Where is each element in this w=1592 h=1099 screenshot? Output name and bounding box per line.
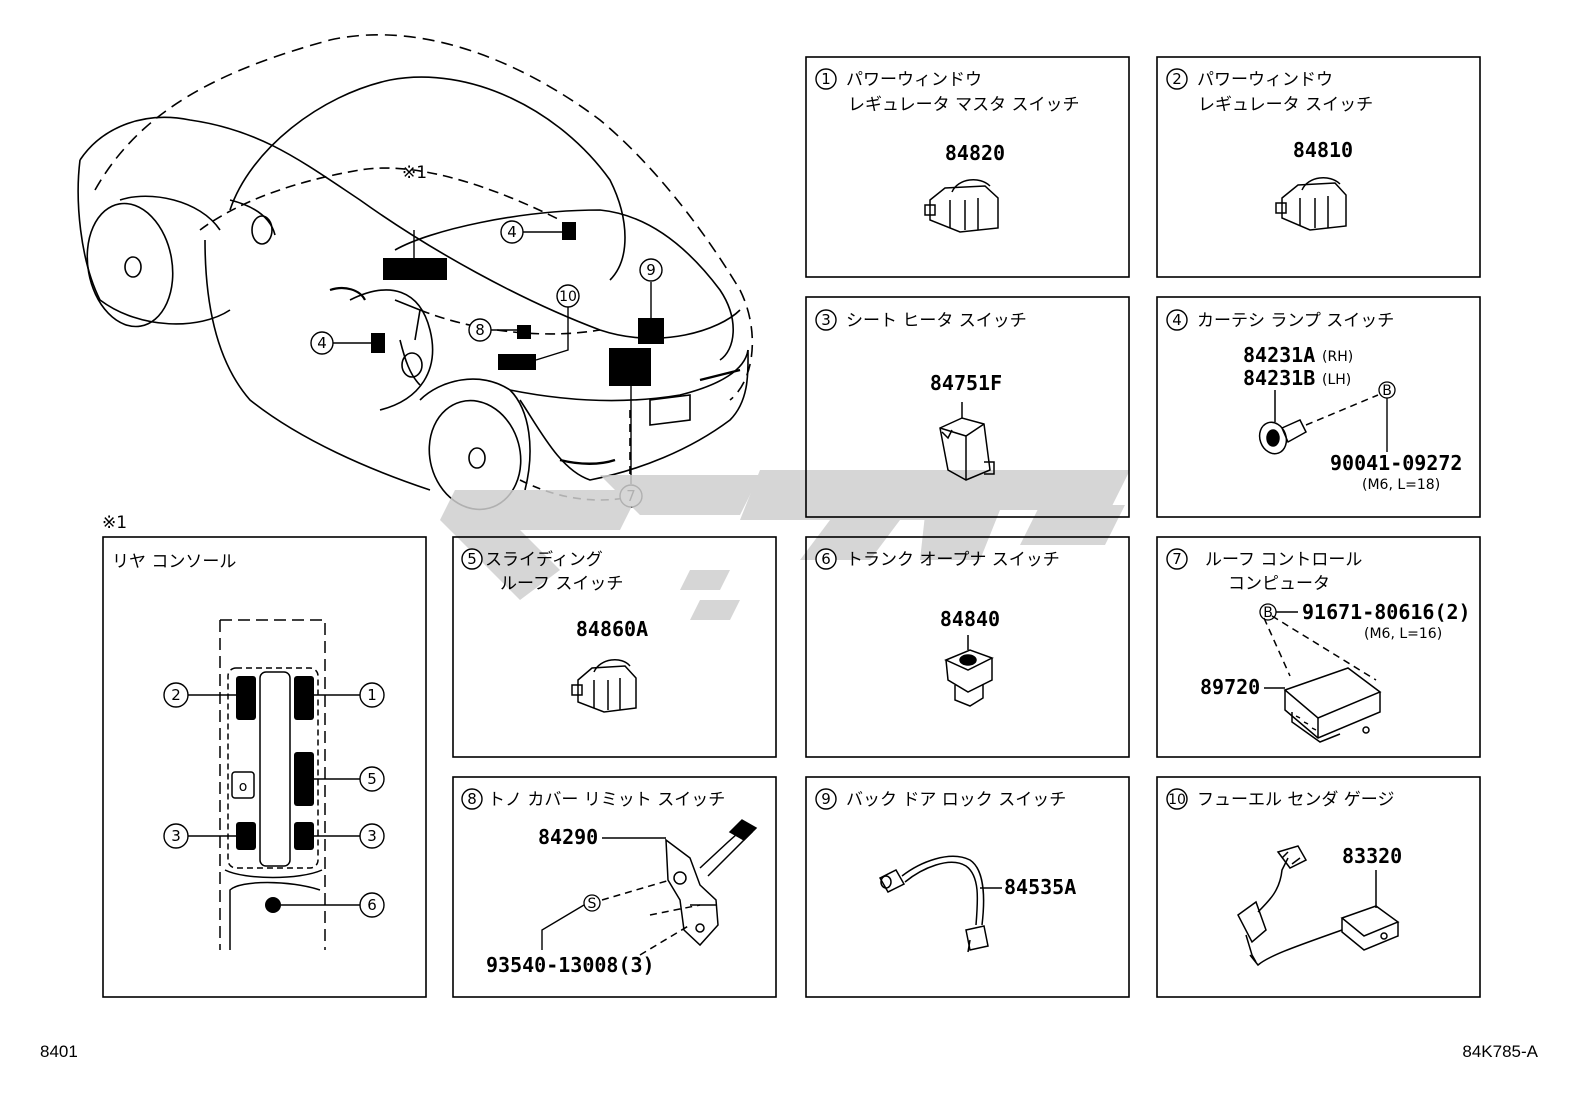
console-callouts: [163, 682, 385, 918]
back-door-lock-switch-icon: [878, 855, 1002, 953]
console-title: リヤ コンソール: [112, 552, 236, 572]
fuel-sender-gauge-icon: [1237, 845, 1400, 967]
panel-4-part-b-side: (LH): [1322, 372, 1351, 388]
panel-6-part-number: 84840: [940, 607, 1000, 631]
panel-10-title: フューエル センダ ゲージ: [1197, 790, 1394, 810]
console-callout-5: 5: [367, 770, 377, 788]
car-callout-4a: 4: [507, 223, 517, 241]
panel-1-part-number: 84820: [945, 141, 1005, 165]
console-switches: [236, 676, 314, 913]
car-callout-10: 10: [559, 289, 577, 305]
sliding-roof-switch-icon: [571, 659, 637, 713]
panel-3-number: 3: [821, 311, 831, 329]
watermark: [440, 470, 1130, 620]
car-leader-lines: [333, 230, 652, 484]
seat-heater-switch-icon: [939, 402, 995, 481]
panel-4-bolt-mark: B: [1382, 383, 1392, 399]
console-drawing: [219, 619, 326, 950]
roof-control-computer-icon: [1263, 615, 1382, 743]
panel-5-number: 5: [467, 550, 477, 568]
panel-8-screw-leader: [541, 904, 585, 950]
panel-7-number: 7: [1172, 550, 1182, 568]
panel-frames: [452, 56, 1481, 998]
panel-8-number: 8: [467, 790, 477, 808]
console-callout-2: 2: [171, 686, 181, 704]
panel-1-number: 1: [821, 70, 831, 88]
trunk-opener-switch-icon: [944, 635, 994, 707]
panel-4-number: 4: [1172, 311, 1182, 329]
panel-5-part-number: 84860A: [576, 617, 648, 641]
footer-left-code: 8401: [40, 1042, 78, 1061]
footer-right-code: 84K785-A: [1462, 1042, 1538, 1061]
panel-7-bolt-number: 91671-80616(2): [1302, 600, 1471, 624]
console-knob: o: [239, 779, 248, 795]
panel-number-circles: [461, 68, 1188, 810]
panel-5-title-line2: ルーフ スイッチ: [500, 574, 623, 594]
panel-10-number: 10: [1168, 792, 1186, 808]
panel-8-screw-number: 93540-13008(3): [486, 953, 655, 977]
panel-4-part-a: 84231A: [1243, 343, 1315, 367]
console-callout-6: 6: [367, 896, 377, 914]
panel-9-part-number: 84535A: [1004, 875, 1076, 899]
panel-1-title-line2: レギュレータ マスタ スイッチ: [848, 95, 1079, 115]
console-callout-1: 1: [367, 686, 377, 704]
panel-10-part-number: 83320: [1342, 844, 1402, 868]
panel-2-title-line1: パワーウィンドウ: [1197, 70, 1333, 90]
panel-2-part-number: 84810: [1293, 138, 1353, 162]
panel-7-bolt-mark: B: [1263, 605, 1273, 621]
power-window-master-switch-icon: [924, 179, 999, 233]
car-component-markers: [371, 222, 664, 386]
console-panel: [102, 536, 427, 998]
car-callout-9: 9: [646, 261, 656, 279]
courtesy-lamp-switch-icon: [1258, 390, 1379, 455]
panel-8-screw-mark: S: [588, 896, 597, 912]
panel-9-title: バック ドア ロック スイッチ: [846, 790, 1066, 810]
panel-4-bolt-spec: (M6, L=18): [1362, 477, 1440, 493]
panel-7-title-line1: ルーフ コントロール: [1205, 550, 1362, 570]
panel-8-title: トノ カバー リミット スイッチ: [488, 790, 725, 810]
car-callout-8: 8: [475, 321, 485, 339]
panel-5-title-line1: スライディング: [485, 549, 603, 570]
panel-4-title: カーテシ ランプ スイッチ: [1197, 311, 1394, 331]
panel-6-number: 6: [821, 550, 831, 568]
power-window-switch-icon: [1275, 177, 1347, 231]
panel-2-title-line2: レギュレータ スイッチ: [1198, 95, 1373, 115]
panel-2-number: 2: [1172, 70, 1182, 88]
panel-4-part-b: 84231B: [1243, 366, 1315, 390]
console-leaders: [188, 694, 360, 906]
car-callout-4b: 4: [317, 334, 327, 352]
panel-8-screw-circle: [583, 894, 601, 912]
panel-3-title: シート ヒータ スイッチ: [846, 311, 1027, 331]
panel-7-title-line2: コンピュータ: [1228, 574, 1330, 594]
console-callout-3a: 3: [171, 827, 181, 845]
car-illustration: [77, 34, 754, 511]
panel-9-number: 9: [821, 790, 831, 808]
car-note-mark: ※1: [402, 163, 427, 183]
panel-7-bolt-spec: (M6, L=16): [1364, 626, 1442, 642]
panel-1-title-line1: パワーウィンドウ: [846, 70, 982, 90]
panel-3-part-number: 84751F: [930, 371, 1002, 395]
panel-4-part-a-side: (RH): [1322, 349, 1353, 365]
panel-6-title: トランク オープナ スイッチ: [846, 550, 1060, 570]
console-callout-3b: 3: [367, 827, 377, 845]
tonneau-cover-limit-switch-icon: [601, 819, 758, 956]
panel-7-part-number: 89720: [1200, 675, 1260, 699]
panel-4-bolt-number: 90041-09272: [1330, 451, 1462, 475]
console-note-mark: ※1: [102, 513, 127, 533]
panel-8-part-number: 84290: [538, 825, 598, 849]
